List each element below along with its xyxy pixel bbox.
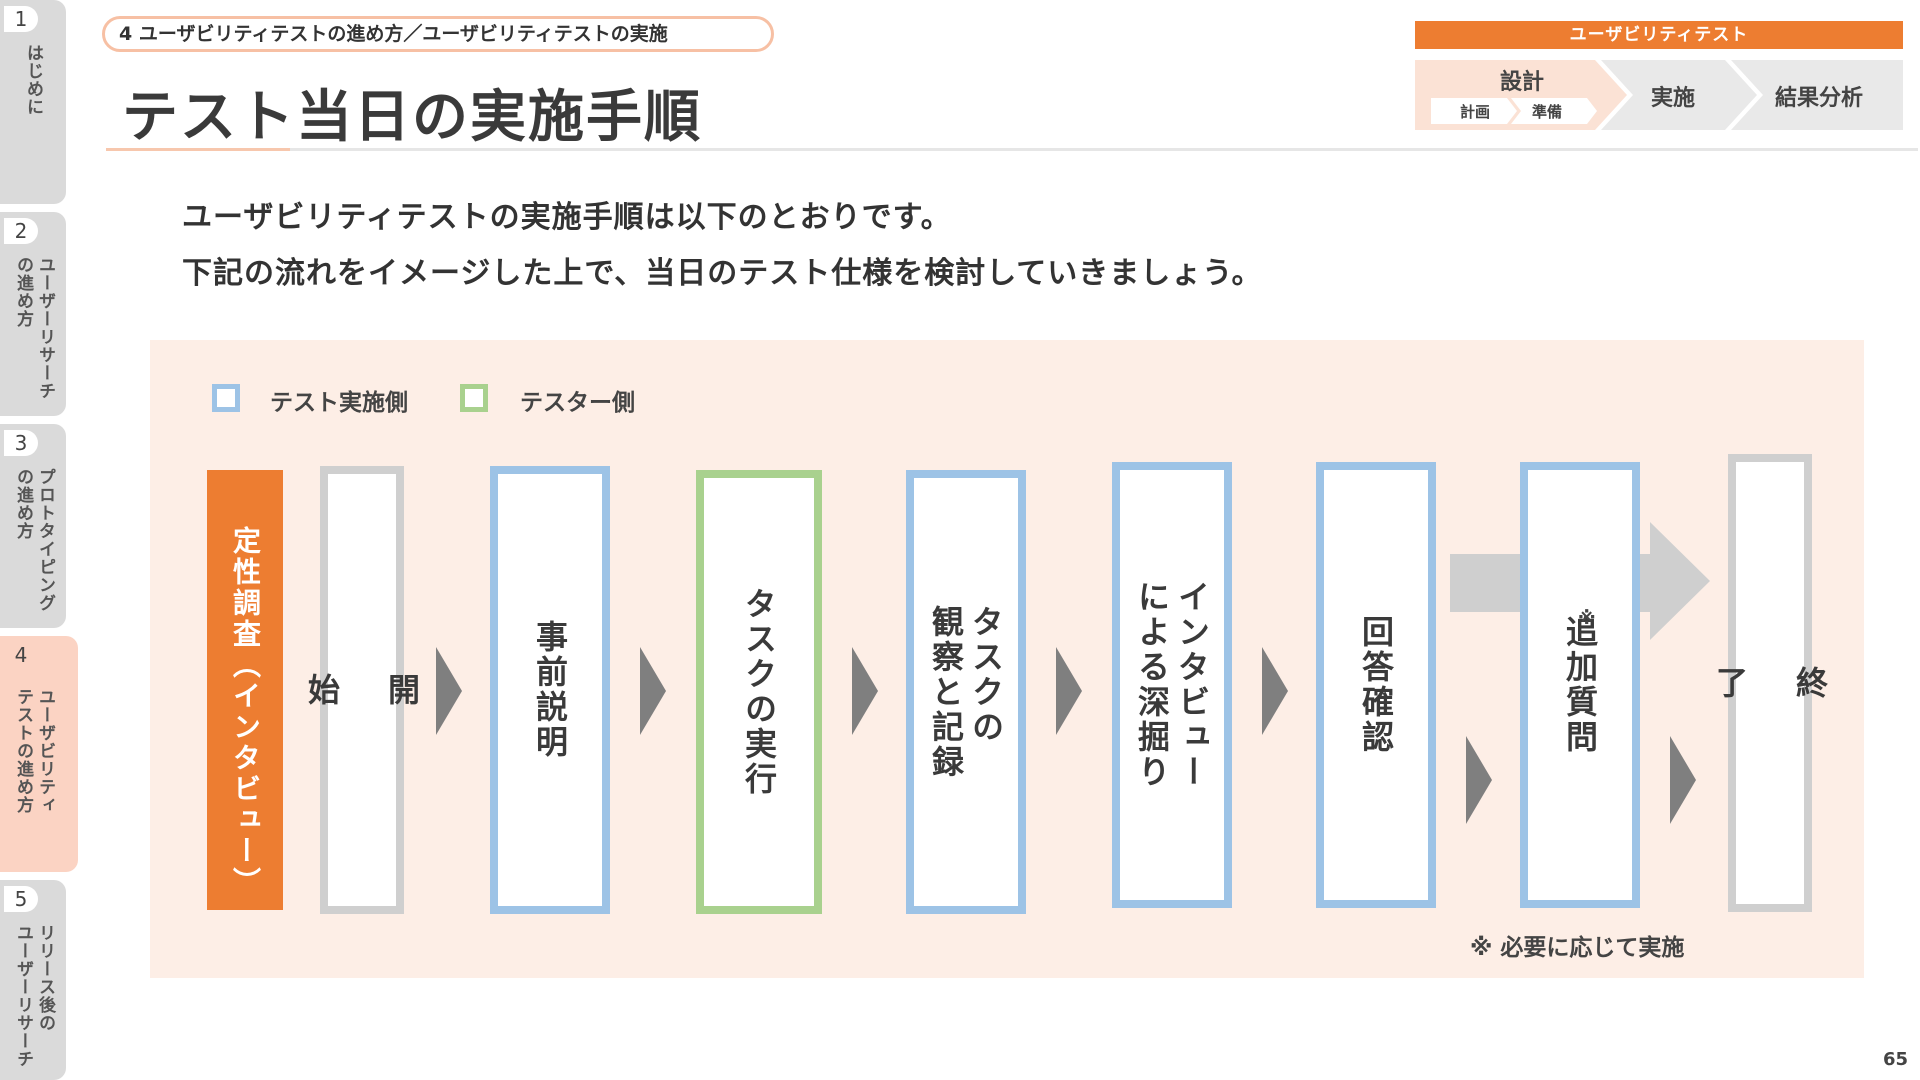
step-extra-question: 追加質問 bbox=[1520, 462, 1640, 908]
process-plan-label: 計画 bbox=[1460, 103, 1491, 121]
step-end: 終 了 bbox=[1711, 454, 1829, 912]
sidebar-item-label: プロトタイピング の進め方 bbox=[13, 468, 55, 612]
step-extra-question-label: 追加質問 bbox=[1561, 615, 1599, 755]
sidebar-item-intro[interactable]: 1 はじめに bbox=[0, 0, 66, 204]
chevron-plan bbox=[1431, 98, 1517, 124]
step-interview-label: インタビュー による深掘り bbox=[1133, 580, 1211, 790]
page-number: 65 bbox=[1882, 1049, 1908, 1070]
legend-testee-swatch bbox=[460, 384, 488, 412]
sidebar-item-number: 5 bbox=[4, 886, 38, 912]
optional-note: ※ 必要に応じて実施 bbox=[1470, 935, 1685, 961]
step-start-label: 開 始 bbox=[303, 672, 421, 708]
step-confirm-label: 回答確認 bbox=[1357, 615, 1395, 755]
arrow-6-icon bbox=[1466, 736, 1492, 824]
sidebar-item-number: 4 bbox=[14, 643, 28, 667]
sidebar-item-number: 2 bbox=[4, 218, 38, 244]
process-prep-label: 準備 bbox=[1532, 103, 1563, 121]
legend-tester-swatch bbox=[212, 384, 240, 412]
intro-line-2: 下記の流れをイメージした上で、当日のテスト仕様を検討していきましょう。 bbox=[182, 256, 1263, 291]
step-explain: 事前説明 bbox=[490, 466, 610, 914]
chevron-execute bbox=[1601, 60, 1757, 130]
process-analysis-label: 結果分析 bbox=[1775, 86, 1864, 111]
step-task: タスクの実行 bbox=[696, 470, 822, 914]
step-observe-label: タスクの 観察と記録 bbox=[927, 604, 1005, 780]
sidebar-item-usability-test[interactable]: 4 ユーザビリティ テストの進め方 bbox=[0, 636, 78, 872]
title-divider-accent bbox=[106, 148, 290, 151]
sidebar-item-post-release[interactable]: 5 リリース後の ユーザーリサーチ bbox=[0, 880, 66, 1080]
title-divider bbox=[106, 148, 1918, 151]
sidebar-item-number: 1 bbox=[4, 6, 38, 32]
process-design-label: 設計 bbox=[1500, 70, 1545, 95]
chevron-analysis bbox=[1731, 60, 1903, 130]
sidebar-item-number: 3 bbox=[4, 430, 38, 456]
step-end-label: 終 了 bbox=[1711, 665, 1829, 701]
sidebar-item-label: リリース後の ユーザーリサーチ bbox=[13, 924, 55, 1068]
arrow-7-icon bbox=[1670, 736, 1696, 824]
legend-testee-label: テスター側 bbox=[520, 390, 635, 416]
arrow-4-icon bbox=[1056, 647, 1082, 735]
sidebar-item-prototyping[interactable]: 3 プロトタイピング の進め方 bbox=[0, 424, 66, 628]
page-title: テスト当日の実施手順 bbox=[122, 85, 702, 150]
step-confirm: 回答確認 bbox=[1316, 462, 1436, 908]
step-extra-question-mark: ※ bbox=[1578, 608, 1596, 629]
legend-tester-label: テスト実施側 bbox=[270, 390, 408, 416]
step-task-label: タスクの実行 bbox=[740, 587, 778, 797]
step-interview: インタビュー による深掘り bbox=[1112, 462, 1232, 908]
step-explain-label: 事前説明 bbox=[531, 620, 569, 760]
chevron-prep bbox=[1511, 98, 1597, 124]
arrow-1-icon bbox=[436, 647, 462, 735]
arrow-3-icon bbox=[852, 647, 878, 735]
sidebar-item-label: ユーザビリティ テストの進め方 bbox=[13, 688, 55, 814]
process-execute-label: 実施 bbox=[1651, 86, 1696, 111]
sidebar-item-label: はじめに bbox=[23, 44, 43, 116]
process-bar-label: ユーザビリティテスト bbox=[1415, 21, 1903, 49]
intro-line-1: ユーザビリティテストの実施手順は以下のとおりです。 bbox=[182, 200, 952, 235]
breadcrumb: 4 ユーザビリティテストの進め方／ユーザビリティテストの実施 bbox=[102, 16, 774, 52]
step-start: 開 始 bbox=[303, 466, 421, 914]
process-chevrons bbox=[1415, 60, 1903, 130]
arrow-2-icon bbox=[640, 647, 666, 735]
sidebar-item-label: ユーザーリサーチ の進め方 bbox=[13, 256, 55, 400]
qualitative-research-box: 定性調査（インタビュー） bbox=[207, 470, 283, 910]
sidebar-item-user-research[interactable]: 2 ユーザーリサーチ の進め方 bbox=[0, 212, 66, 416]
qualitative-research-label: 定性調査（インタビュー） bbox=[229, 526, 262, 898]
arrow-5-icon bbox=[1262, 647, 1288, 735]
step-observe: タスクの 観察と記録 bbox=[906, 470, 1026, 914]
